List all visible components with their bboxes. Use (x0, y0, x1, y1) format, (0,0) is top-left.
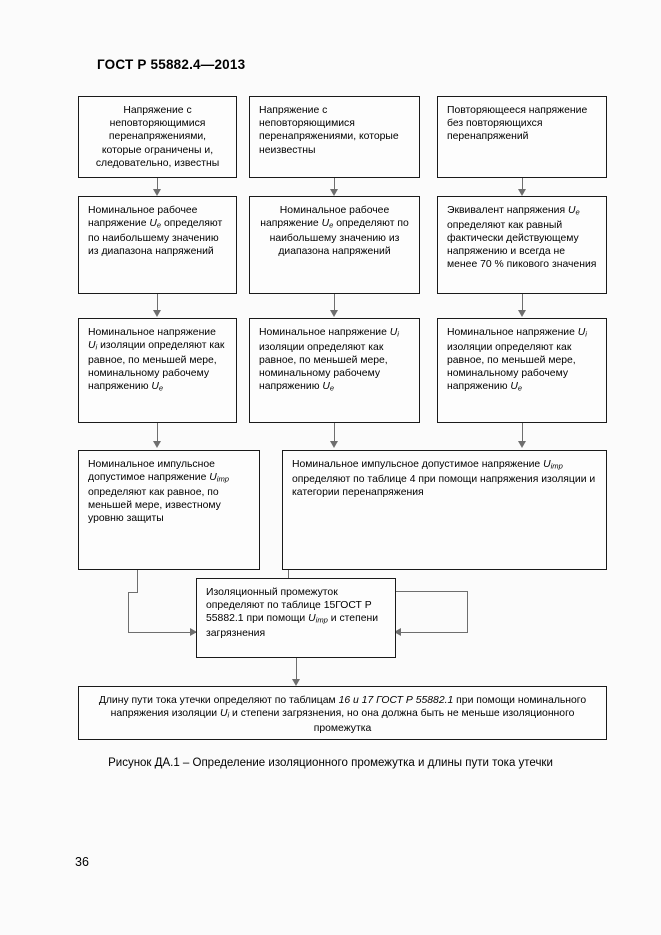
arrowhead-r1c2-r2c2 (330, 189, 338, 196)
connector-r3c1-r4c1 (157, 423, 158, 443)
flow-box-r3c2: Номинальное напряжение Ui изоляции опред… (249, 318, 420, 423)
flow-box-r3c1-text: Номинальное напряжение Ui изоляции опред… (88, 327, 225, 394)
connector-r2c1-r3c1 (157, 294, 158, 312)
connector-r1c2-r2c2 (334, 178, 335, 191)
flow-box-r5-text: Изоляционный промежуток определяют по та… (206, 587, 379, 640)
flow-box-r2c1-text: Номинальное рабочее напряжение Ue опреде… (88, 205, 223, 258)
arrowhead-r4c1-r5 (190, 628, 197, 636)
arrowhead-r1c1-r2c1 (153, 189, 161, 196)
figure-caption: Рисунок ДА.1 – Определение изоляционного… (108, 757, 553, 769)
flow-box-r2c2: Номинальное рабочее напряжение Ue опреде… (249, 196, 420, 294)
connector-r1c3-r2c3 (522, 178, 523, 191)
connector-r4c1-left (128, 592, 138, 593)
flow-box-r4c2-text: Номинальное импульсное допустимое напряж… (292, 459, 596, 499)
connector-r4c1-into-r5 (128, 632, 196, 633)
flow-box-r1c1: Напряжение с неповторяющимися перенапряж… (78, 96, 237, 178)
flow-box-r4c2: Номинальное импульсное допустимое напряж… (282, 450, 607, 570)
connector-r1c1-r2c1 (157, 178, 158, 191)
arrowhead-r2c3-r3c3 (518, 310, 526, 317)
flow-box-r1c1-text: Напряжение с неповторяющимися перенапряж… (95, 105, 220, 169)
flow-box-r5: Изоляционный промежуток определяют по та… (196, 578, 396, 658)
flow-box-r4c1: Номинальное импульсное допустимое напряж… (78, 450, 260, 570)
connector-r3c2-r4c2 (334, 423, 335, 443)
connector-r4c1-vert (128, 592, 129, 632)
connector-r4c1-down (137, 570, 138, 593)
flow-box-r2c3: Эквивалент напряжения Ue определяют как … (437, 196, 607, 294)
arrowhead-r2c2-r3c2 (330, 310, 338, 317)
flow-box-r1c3: Повторяющееся напряжение без повторяющих… (437, 96, 607, 178)
arrowhead-r1c3-r2c3 (518, 189, 526, 196)
connector-r3c3-r4c2 (522, 423, 523, 443)
arrowhead-r5-r6 (292, 679, 300, 686)
flow-box-r3c2-text: Номинальное напряжение Ui изоляции опред… (259, 327, 399, 394)
connector-r5-r6 (296, 658, 297, 681)
flow-box-r1c2-text: Напряжение с неповторяющимися перенапряж… (259, 105, 399, 156)
connector-r2c3-r3c3 (522, 294, 523, 312)
flow-box-r2c1: Номинальное рабочее напряжение Ue опреде… (78, 196, 237, 294)
flow-box-r6: Длину пути тока утечки определяют по таб… (78, 686, 607, 740)
flow-box-r6-text: Длину пути тока утечки определяют по таб… (98, 695, 587, 735)
arrowhead-r3c2-r4c2 (330, 441, 338, 448)
page-number: 36 (75, 855, 89, 869)
flow-box-r3c3: Номинальное напряжение Ui изоляции опред… (437, 318, 607, 423)
flow-box-r1c3-text: Повторяющееся напряжение без повторяющих… (447, 105, 588, 143)
flow-box-r2c2-text: Номинальное рабочее напряжение Ue опреде… (260, 205, 409, 258)
arrowhead-r3c3-r4c2 (518, 441, 526, 448)
flow-box-r3c1: Номинальное напряжение Ui изоляции опред… (78, 318, 237, 423)
flow-box-r2c3-text: Эквивалент напряжения Ue определяют как … (447, 205, 597, 271)
connector-r4c2-into-r5 (400, 632, 468, 633)
arrowhead-r2c1-r3c1 (153, 310, 161, 317)
arrowhead-r3c1-r4c1 (153, 441, 161, 448)
flow-box-r1c2: Напряжение с неповторяющимися перенапряж… (249, 96, 420, 178)
flow-box-r3c3-text: Номинальное напряжение Ui изоляции опред… (447, 327, 587, 394)
connector-r2c2-r3c2 (334, 294, 335, 312)
connector-r4c2-vert (467, 591, 468, 632)
flow-box-r4c1-text: Номинальное импульсное допустимое напряж… (88, 459, 230, 525)
arrowhead-r4c2-r5 (394, 628, 401, 636)
document-header: ГОСТ Р 55882.4—2013 (97, 57, 246, 72)
